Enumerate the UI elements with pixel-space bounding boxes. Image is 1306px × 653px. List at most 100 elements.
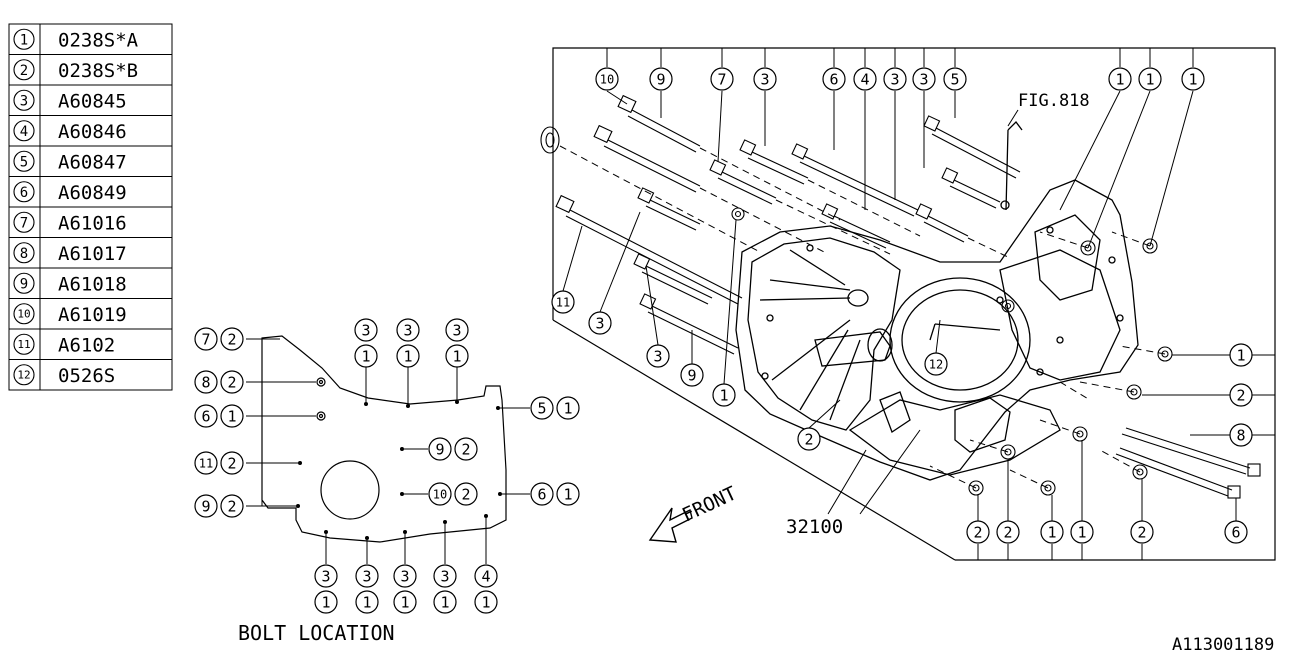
callout-bubble-b: 2 (220, 494, 244, 518)
bolt-9 (639, 293, 739, 355)
bolt-11b (555, 194, 743, 305)
legend-part-code: A60845 (58, 90, 127, 112)
callout-bl-bot-5: 41 (474, 564, 498, 614)
callout-number: 4 (860, 70, 869, 88)
callout-number: 2 (461, 485, 470, 503)
legend-part-code: 0238S*A (58, 29, 139, 51)
callout-number: 9 (201, 497, 210, 515)
legend-number: 4 (20, 124, 28, 140)
callout-number: 7 (717, 70, 726, 88)
callout-bubble-a: 9 (194, 494, 218, 518)
callout-bubble-b: 1 (474, 590, 498, 614)
case-plate-outline (261, 335, 507, 543)
callout-bubble-a: 3 (355, 564, 379, 588)
bolt-3e (633, 253, 713, 305)
callout-bubble-a: 9 (428, 437, 452, 461)
callout-bubble-a: 7 (194, 327, 218, 351)
callout-bottom-2: 2 (966, 520, 990, 544)
callout-number: 6 (829, 70, 838, 88)
legend-number: 5 (20, 154, 28, 170)
callout-number: 3 (595, 314, 604, 332)
callout-bubble-b: 1 (220, 404, 244, 428)
callout-number: 2 (227, 497, 236, 515)
legend-row: 7 A61016 (13, 211, 127, 234)
callout-bl-top-2: 31 (396, 318, 420, 368)
callout-number: 2 (227, 454, 236, 472)
callout-number: 3 (653, 347, 662, 365)
callout-number: 1 (1077, 523, 1086, 541)
legend-part-code: A61016 (58, 212, 127, 234)
callout-bottom-2: 2 (996, 520, 1020, 544)
callout-bubble-b: 1 (393, 590, 417, 614)
callout-number: 12 (929, 357, 943, 371)
callout-number: 10 (600, 72, 614, 86)
callout-left-2: 2 (797, 427, 821, 451)
legend-number: 6 (20, 185, 28, 201)
legend-row: 1 0238S*A (13, 28, 139, 51)
callout-left-11: 11 (551, 290, 575, 314)
callout-number: 11 (199, 456, 213, 470)
callout-bubble-b: 1 (556, 482, 580, 506)
callout-number: 8 (201, 373, 210, 391)
callout-number: 3 (321, 567, 330, 585)
callout-bubble-a: 3 (445, 318, 469, 342)
callout-number: 1 (1236, 346, 1245, 364)
callout-bubble-a: 3 (433, 564, 457, 588)
callout-top-9: 9 (649, 67, 673, 91)
bolt-3d (637, 187, 701, 231)
callout-right-8: 8 (1229, 423, 1253, 447)
callout-bubble-a: 3 (393, 564, 417, 588)
callout-number: 3 (452, 321, 461, 339)
bolt-location-diagram (246, 335, 530, 564)
callout-number: 8 (1236, 426, 1245, 444)
callout-number: 6 (1231, 523, 1240, 541)
bolt-11 (593, 124, 701, 193)
callout-top-3: 3 (753, 67, 777, 91)
callout-bottom-1: 1 (1070, 520, 1094, 544)
callout-bubble-b: 1 (354, 344, 378, 368)
bolt-3a (739, 139, 809, 185)
callout-top-5: 5 (943, 67, 967, 91)
callout-number: 1 (563, 485, 572, 503)
callout-number: 3 (361, 321, 370, 339)
callout-number: 9 (435, 440, 444, 458)
callout-number: 3 (362, 567, 371, 585)
front-arrow: FRONT (648, 482, 740, 543)
legend-number: 1 (20, 32, 28, 48)
callout-number: 7 (201, 330, 210, 348)
callout-number: 1 (1115, 70, 1124, 88)
callout-number: 1 (1145, 70, 1154, 88)
bolt-10 (617, 94, 701, 153)
callout-top-1: 1 (1108, 67, 1132, 91)
callout-bubble-a: 5 (530, 396, 554, 420)
callout-number: 1 (362, 593, 371, 611)
callout-top-3: 3 (912, 67, 936, 91)
callout-bubble-b: 2 (454, 482, 478, 506)
callout-number: 1 (563, 399, 572, 417)
callout-bubble-a: 3 (354, 318, 378, 342)
callout-number: 2 (1137, 523, 1146, 541)
legend-number: 11 (17, 338, 30, 351)
callout-number: 1 (403, 347, 412, 365)
callout-number: 1 (440, 593, 449, 611)
callout-number: 10 (433, 487, 447, 501)
legend-number: 2 (20, 63, 28, 79)
legend-part-code: A61018 (58, 273, 127, 295)
legend-number: 3 (20, 93, 28, 109)
callout-left-9: 9 (680, 363, 704, 387)
legend-number: 7 (20, 215, 28, 231)
callout-top-3: 3 (883, 67, 907, 91)
callout-number: 3 (403, 321, 412, 339)
callout-bubble-a: 11 (194, 451, 218, 475)
callout-number: 6 (201, 407, 210, 425)
bolts (540, 94, 1261, 499)
callout-number: 1 (481, 593, 490, 611)
callout-number: 3 (919, 70, 928, 88)
